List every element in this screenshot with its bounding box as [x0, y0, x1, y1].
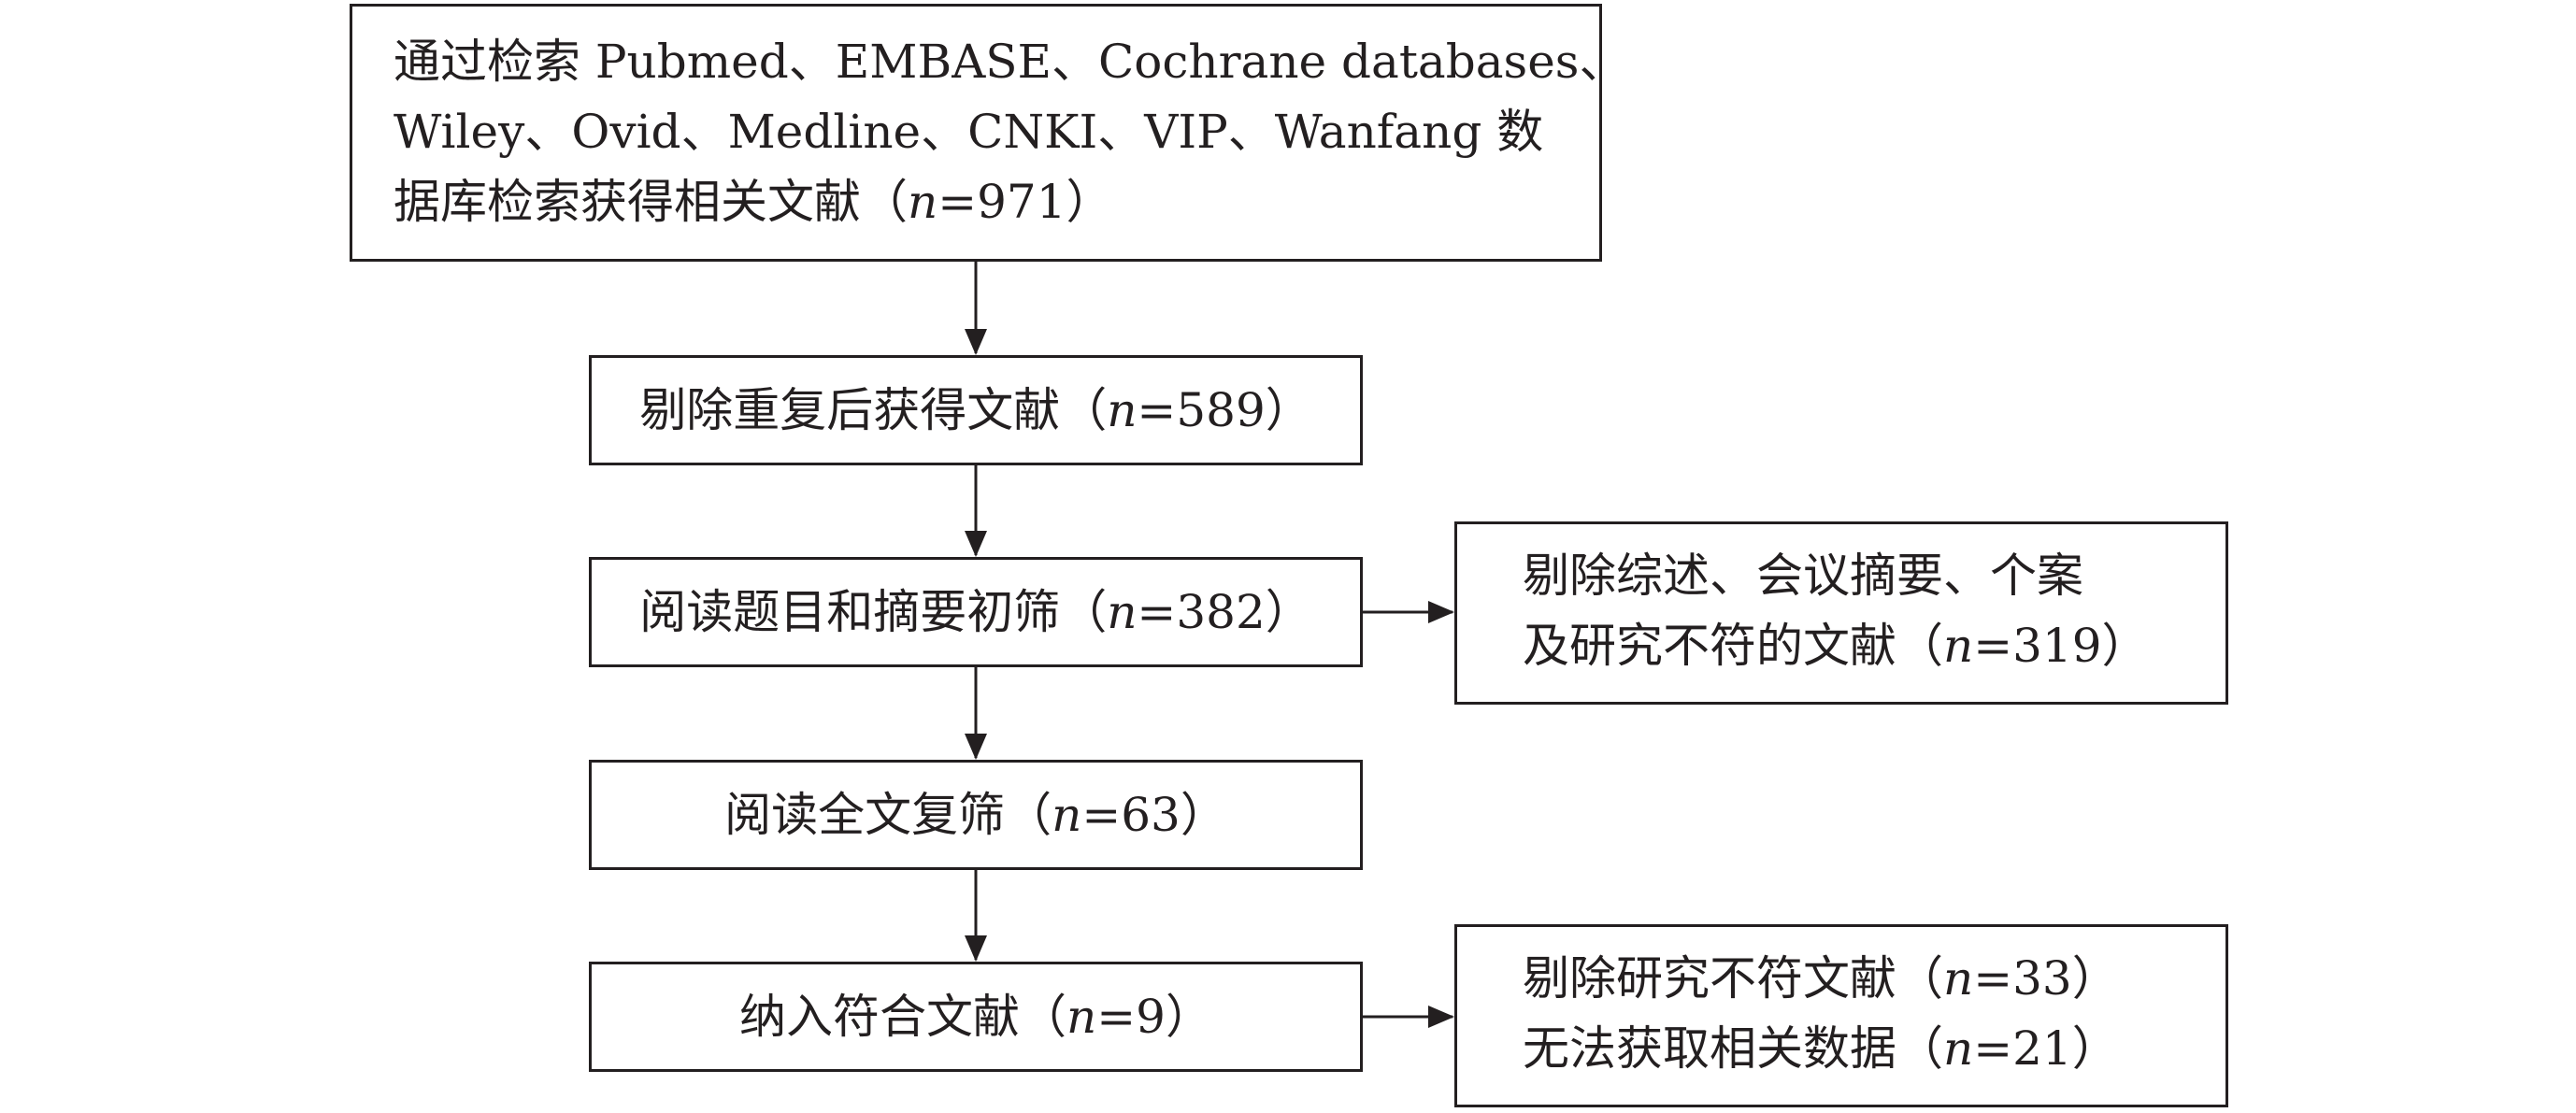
excluded-2-line-2-count: =21	[1973, 1021, 2072, 1076]
search-line-3-label: 据库检索获得相关文献（	[394, 175, 908, 229]
search-line-2: Wiley、Ovid、Medline、CNKI、VIP、Wanfang 数	[394, 105, 1544, 159]
deduplicated-records-box: 剔除重复后获得文献（n=589）	[589, 355, 1363, 465]
excluded-2-line-1: 剔除研究不符文献（n=33）	[1523, 944, 2225, 1014]
arrowhead-5	[1428, 601, 1454, 623]
search-close: ）	[1066, 175, 1113, 229]
excluded-1-count: =319	[1973, 619, 2102, 673]
fulltext-screen-close: ）	[1180, 787, 1227, 842]
dedup-count: =589	[1137, 382, 1266, 437]
excluded-2-line-1-label: 剔除研究不符文献（	[1523, 951, 1943, 1006]
excluded-2-line-1-close: ）	[2071, 951, 2119, 1006]
dedup-text: 剔除重复后获得文献（n=589）	[639, 376, 1312, 446]
search-n-symbol: n	[908, 175, 938, 229]
excluded-2-line-2-n-symbol: n	[1943, 1021, 1974, 1076]
included-text: 纳入符合文献（n=9）	[739, 982, 1212, 1052]
dedup-label: 剔除重复后获得文献（	[639, 382, 1108, 437]
title-screen-label: 阅读题目和摘要初筛（	[639, 584, 1108, 639]
arrowhead-2	[965, 531, 987, 557]
full-text-screening-box: 阅读全文复筛（n=63）	[589, 760, 1363, 870]
title-screen-close: ）	[1265, 584, 1312, 639]
excluded-1-line-1: 剔除综述、会议摘要、个案	[1523, 549, 2083, 603]
included-studies-box: 纳入符合文献（n=9）	[589, 962, 1363, 1072]
excluded-1-close: ）	[2101, 619, 2149, 673]
dedup-close: ）	[1265, 382, 1312, 437]
included-count: =9	[1096, 989, 1166, 1044]
dedup-n-symbol: n	[1107, 382, 1138, 437]
arrowhead-4	[965, 935, 987, 962]
search-records-box: 通过检索 Pubmed、EMBASE、Cochrane databases、 W…	[350, 4, 1626, 262]
excluded-2-line-2-close: ）	[2071, 1021, 2119, 1076]
search-count: =971	[937, 175, 1066, 229]
fulltext-screen-label: 阅读全文复筛（	[724, 787, 1052, 842]
title-screen-count: =382	[1137, 584, 1266, 639]
excluded-2-line-2: 无法获取相关数据（n=21）	[1523, 1014, 2225, 1084]
title-abstract-screening-box: 阅读题目和摘要初筛（n=382）	[589, 557, 1363, 667]
arrowhead-6	[1428, 1006, 1454, 1028]
arrowhead-3	[965, 734, 987, 760]
excluded-after-full-text-box: 剔除研究不符文献（n=33） 无法获取相关数据（n=21）	[1454, 924, 2228, 1107]
excluded-2-line-2-label: 无法获取相关数据（	[1523, 1021, 1943, 1076]
excluded-1-line-2: 及研究不符的文献（n=319）	[1523, 611, 2225, 681]
excluded-after-title-screening-box: 剔除综述、会议摘要、个案 及研究不符的文献（n=319）	[1454, 521, 2228, 705]
search-line-1: 通过检索 Pubmed、EMBASE、Cochrane databases、	[394, 35, 1626, 89]
fulltext-screen-count: =63	[1081, 787, 1181, 842]
title-screen-n-symbol: n	[1107, 584, 1138, 639]
included-n-symbol: n	[1066, 989, 1097, 1044]
excluded-1-n-symbol: n	[1943, 619, 1974, 673]
excluded-2-line-1-count: =33	[1973, 951, 2072, 1006]
fulltext-screen-n-symbol: n	[1052, 787, 1082, 842]
included-close: ）	[1165, 989, 1212, 1044]
title-screen-text: 阅读题目和摘要初筛（n=382）	[639, 578, 1312, 648]
included-label: 纳入符合文献（	[739, 989, 1067, 1044]
fulltext-screen-text: 阅读全文复筛（n=63）	[724, 780, 1227, 850]
search-line-3: 据库检索获得相关文献（n=971）	[394, 167, 1599, 237]
excluded-1-label: 及研究不符的文献（	[1523, 619, 1943, 673]
excluded-2-line-1-n-symbol: n	[1943, 951, 1974, 1006]
arrowhead-1	[965, 329, 987, 355]
